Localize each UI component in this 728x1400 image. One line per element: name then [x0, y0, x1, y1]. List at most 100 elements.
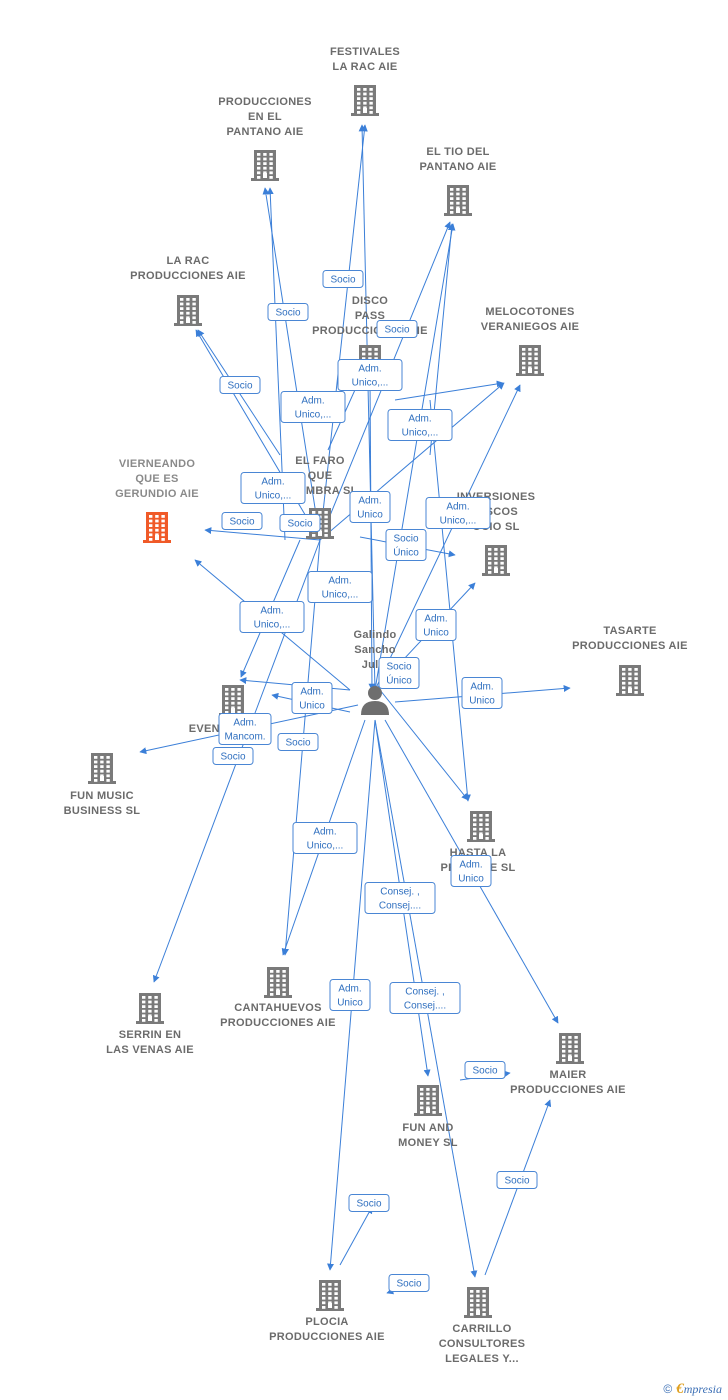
relation-edge-2 — [374, 223, 456, 691]
edge-label-l1: Socio — [322, 270, 364, 288]
node-label-line: PASS — [355, 310, 385, 322]
edge-label-text: Unico,... — [254, 620, 291, 631]
building-icon[interactable] — [467, 811, 495, 842]
relation-edge-16 — [319, 124, 368, 541]
building-icon[interactable] — [444, 185, 472, 216]
edge-label-l5: Adm.Unico,... — [337, 359, 403, 391]
edge-label-text: Unico — [299, 701, 325, 712]
building-icon[interactable] — [88, 753, 116, 784]
person-icon[interactable] — [361, 686, 389, 715]
edge-label-box — [212, 747, 254, 765]
edge-label-text: Adm. — [424, 614, 447, 625]
node-label-line: MELOCOTONES — [485, 306, 574, 318]
building-icon[interactable] — [556, 1033, 584, 1064]
edge-label-text: Adm. — [233, 718, 256, 729]
node-label-line: PANTANO AIE — [419, 161, 496, 173]
relation-edge-24 — [394, 380, 504, 401]
node-label-line: MONEY SL — [398, 1137, 458, 1149]
edge-label-l9: Adm.Unico — [349, 491, 391, 523]
building-icon[interactable] — [464, 1287, 492, 1318]
building-icon[interactable] — [219, 685, 247, 716]
edge-label-l30: Socio — [348, 1194, 390, 1212]
node-label-line: VIERNEANDO — [119, 458, 195, 470]
building-icon[interactable] — [414, 1085, 442, 1116]
focus-building-icon[interactable] — [143, 512, 171, 543]
relation-edge-6 — [379, 689, 469, 801]
edge-label-text: Socio — [285, 738, 310, 749]
edge-label-l27: Consej. ,Consej.... — [389, 982, 461, 1014]
node-label-line: Galindo — [353, 629, 396, 641]
building-icon[interactable] — [251, 150, 279, 181]
edge-label-box — [279, 514, 321, 532]
brand-logo-text: mpresia — [683, 1382, 722, 1396]
node-label-line: LA RAC AIE — [332, 61, 397, 73]
edge-label-box — [292, 822, 358, 854]
edge-label-text: Adm. — [261, 477, 284, 488]
edge-label-l15: Adm.Unico,... — [239, 601, 305, 633]
edge-label-text: Adm. — [408, 414, 431, 425]
building-icon[interactable] — [616, 665, 644, 696]
building-icon[interactable] — [136, 993, 164, 1024]
node-serrin[interactable]: SERRIN EN LAS VENAS AIE — [106, 993, 194, 1056]
node-label-line: PRODUCCIONES — [218, 96, 311, 108]
relation-edge-1 — [358, 124, 376, 691]
edge-label-text: Unico,... — [255, 491, 292, 502]
edge-label-box — [461, 677, 503, 709]
edge-label-box — [239, 601, 305, 633]
building-icon[interactable] — [516, 345, 544, 376]
building-icon[interactable] — [482, 545, 510, 576]
edge-label-box — [389, 982, 461, 1014]
building-icon[interactable] — [174, 295, 202, 326]
node-label-line: LAS VENAS AIE — [106, 1044, 194, 1056]
edge-label-l7: Adm. Unico,... — [387, 409, 453, 441]
edge-label-text: Unico — [357, 510, 383, 521]
edge-label-text: Único — [386, 674, 412, 687]
edge-label-text: Unico,... — [307, 841, 344, 852]
edge-label-box — [277, 733, 319, 751]
edge-label-text: Adm. — [301, 396, 324, 407]
edge-label-l23: Adm.Unico,... — [292, 822, 358, 854]
node-label-line: MAIER — [550, 1069, 587, 1081]
relation-edge-21 — [204, 527, 321, 541]
edge-label-text: Socio — [356, 1199, 381, 1210]
edge-label-box — [378, 657, 420, 689]
edge-label-text: Unico,... — [402, 428, 439, 439]
edge-label-l16: Adm.Unico — [415, 609, 457, 641]
node-label-line: PRODUCCIONES AIE — [220, 1017, 336, 1029]
building-icon[interactable] — [351, 85, 379, 116]
edge-label-l4: Socio — [219, 376, 261, 394]
edge-label-box — [240, 472, 306, 504]
edge-label-l28: Socio — [464, 1061, 506, 1079]
edge-label-text: Adm. — [328, 576, 351, 587]
node-label-line: SERRIN EN — [119, 1029, 182, 1041]
node-label-line: PLOCIA — [305, 1316, 348, 1328]
edge-label-text: Adm. — [358, 364, 381, 375]
edge-label-text: Socio — [504, 1176, 529, 1187]
building-icon[interactable] — [316, 1280, 344, 1311]
edge-label-text: Socio — [275, 308, 300, 319]
edge-label-l2: Socio — [267, 303, 309, 321]
edge-label-box — [415, 609, 457, 641]
edge-label-text: Socio — [384, 325, 409, 336]
edge-label-text: Mancom. — [224, 732, 265, 743]
edge-label-text: Socio — [386, 662, 411, 673]
building-icon[interactable] — [264, 967, 292, 998]
node-label-line: CARRILLO — [452, 1323, 511, 1335]
